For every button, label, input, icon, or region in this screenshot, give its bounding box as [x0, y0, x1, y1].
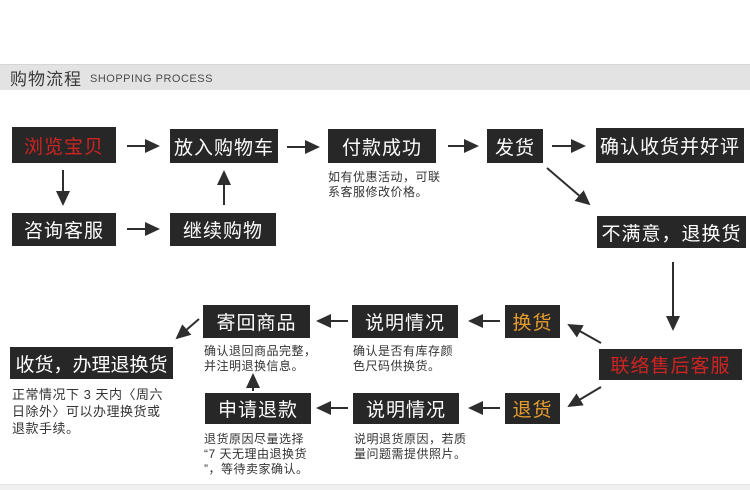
- node-ship: 发货: [487, 129, 543, 163]
- note-apply-refund: 退货原因尽量选择 “7 天无理由退换货 ”，等待卖家确认。: [204, 432, 309, 476]
- node-send-back-label: 寄回商品: [216, 313, 297, 334]
- note-payment: 如有优惠活动，可联 系客服修改价格。: [328, 170, 441, 199]
- node-continue-shopping-label: 继续购物: [182, 221, 263, 242]
- node-consult-service: 咨询客服: [12, 213, 116, 246]
- node-return-goods-label: 退货: [512, 400, 553, 421]
- node-add-to-cart-label: 放入购物车: [173, 137, 274, 159]
- node-send-back: 寄回商品: [203, 305, 310, 338]
- node-payment-success-label: 付款成功: [341, 137, 422, 159]
- section-title-zh: 购物流程: [10, 70, 82, 89]
- arrow-sendback-to-receive: [175, 318, 200, 340]
- node-confirm-receipt-label: 确认收货并好评: [599, 137, 740, 158]
- node-return-explain-label: 说明情况: [365, 400, 446, 421]
- node-payment-success: 付款成功: [328, 129, 436, 163]
- arrow-ship-to-unsatisfied: [546, 167, 591, 206]
- node-browse-item: 浏览宝贝: [12, 127, 116, 163]
- node-consult-service-label: 咨询客服: [23, 221, 104, 242]
- note-return-explain: 说明退货原因，若质 量问题需提供照片。: [354, 432, 467, 461]
- arrow-contact-to-return: [567, 386, 602, 408]
- note-send-back: 确认退回商品完整， 并注明退换信息。: [204, 344, 317, 373]
- node-receive-handle-label: 收货，办理退换货: [15, 354, 168, 376]
- node-exchange-label: 换货: [512, 313, 553, 334]
- next-section-edge: [0, 484, 750, 490]
- node-unsatisfied-label: 不满意，退换货: [601, 223, 742, 245]
- section-header: 购物流程 SHOPPING PROCESS: [0, 64, 750, 90]
- node-ship-label: 发货: [494, 137, 535, 159]
- node-return-goods: 退货: [505, 393, 560, 424]
- arrow-contact-to-exchange: [567, 324, 602, 344]
- node-confirm-receipt: 确认收货并好评: [596, 128, 744, 163]
- node-continue-shopping: 继续购物: [170, 213, 276, 246]
- node-unsatisfied: 不满意，退换货: [597, 216, 746, 248]
- node-contact-after-sales-label: 联络售后客服: [610, 356, 731, 377]
- node-add-to-cart: 放入购物车: [170, 129, 278, 163]
- node-browse-item-label: 浏览宝贝: [23, 136, 104, 158]
- node-receive-handle: 收货，办理退换货: [10, 347, 173, 379]
- node-apply-refund: 申请退款: [205, 393, 311, 424]
- node-apply-refund-label: 申请退款: [217, 400, 298, 421]
- node-exchange-explain: 说明情况: [352, 305, 458, 338]
- note-exchange-explain: 确认是否有库存颜 色尺码供换货。: [353, 344, 454, 373]
- note-receive-handle: 正常情况下 3 天内〈周六 日除外〉可以办理换货或 退款手续。: [12, 387, 163, 436]
- node-contact-after-sales: 联络售后客服: [599, 349, 742, 380]
- section-title-en: SHOPPING PROCESS: [90, 73, 213, 85]
- node-exchange: 换货: [505, 305, 560, 338]
- node-exchange-explain-label: 说明情况: [364, 313, 445, 334]
- node-return-explain: 说明情况: [353, 393, 459, 424]
